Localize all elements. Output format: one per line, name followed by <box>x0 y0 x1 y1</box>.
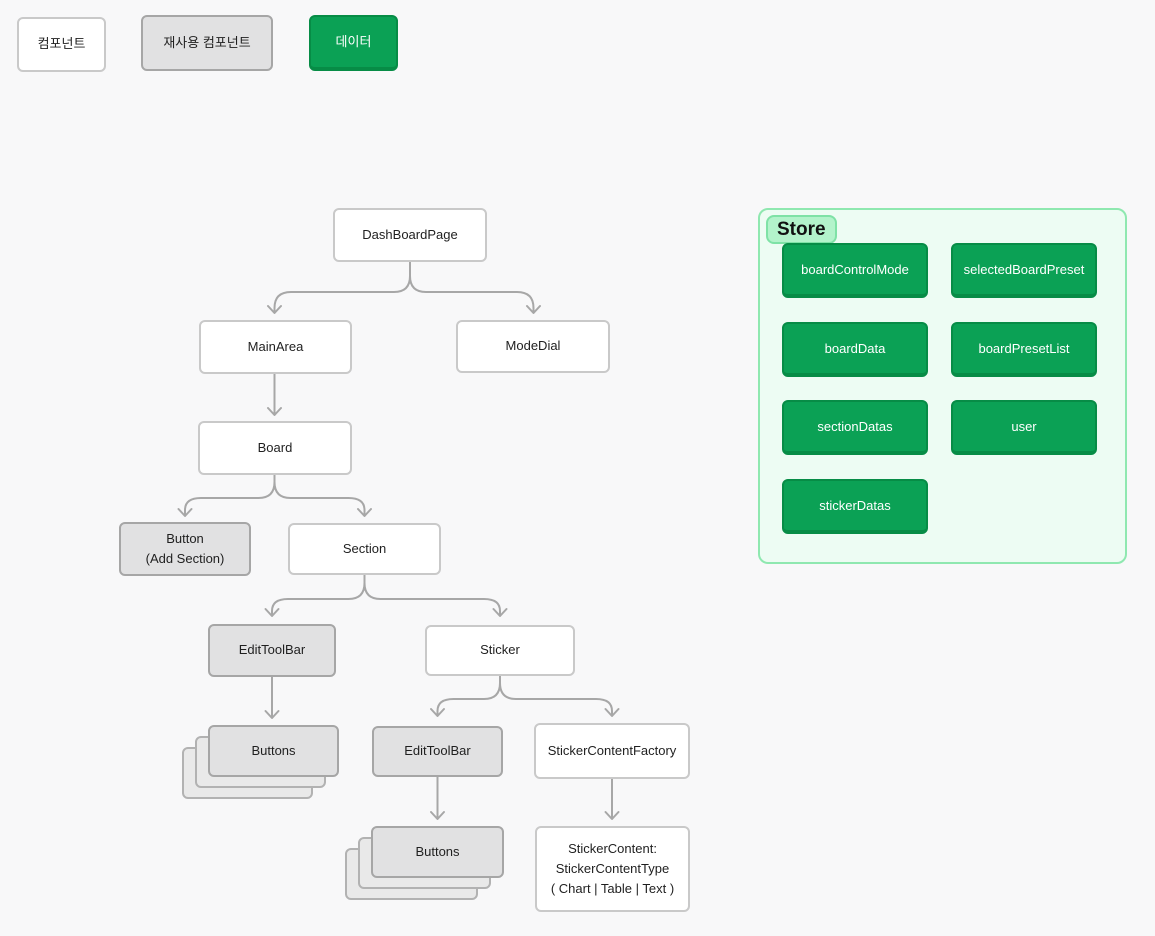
node-label: EditToolBar <box>238 642 306 658</box>
connector-board-addsectionbutton <box>177 474 276 517</box>
connector-sticker-edittoolbar2 <box>430 675 501 717</box>
node-label-line: ( Chart | Table | Text ) <box>550 881 675 897</box>
node-label: DashBoardPage <box>362 226 458 242</box>
node-modedial: ModeDial <box>456 320 610 373</box>
node-board: Board <box>198 421 352 475</box>
connector-sticker-stickercontentfactory <box>499 675 620 717</box>
node-edittoolbar-sticker: EditToolBar <box>372 726 503 777</box>
node-label: ModeDial <box>505 338 561 354</box>
node-buttons-section: Buttons <box>208 725 339 777</box>
store-container: Store boardControlMode selectedBoardPres… <box>758 208 1127 564</box>
store-item-boarddata: boardData <box>782 322 928 377</box>
node-edittoolbar-section: EditToolBar <box>208 624 336 677</box>
node-stickercontent: StickerContent: StickerContentType ( Cha… <box>535 826 690 912</box>
store-item-stickerdatas: stickerDatas <box>782 479 928 534</box>
node-dashboardpage: DashBoardPage <box>333 208 487 262</box>
node-buttons-sticker: Buttons <box>371 826 504 878</box>
node-label: Buttons <box>251 742 296 758</box>
connector-board-section <box>273 474 372 517</box>
connector-dashboardpage-modedial <box>409 260 541 314</box>
connector-edittoolbar2-buttons2 <box>430 776 445 820</box>
node-label-line: Button <box>166 530 204 546</box>
connector-mainarea-board <box>267 373 282 416</box>
node-add-section-button: Button (Add Section) <box>119 522 251 576</box>
node-stickercontentfactory: StickerContentFactory <box>534 723 690 779</box>
store-title-tag: Store <box>766 215 837 244</box>
node-mainarea: MainArea <box>199 320 352 374</box>
legend-item-component: 컴포넌트 <box>17 17 106 72</box>
node-sticker: Sticker <box>425 625 575 676</box>
node-label-line: (Add Section) <box>145 551 225 566</box>
connector-section-edittoolbar <box>264 574 366 617</box>
connector-dashboardpage-mainarea <box>267 260 411 314</box>
store-item-boardpresetlist: boardPresetList <box>951 322 1097 377</box>
store-item-boardcontrolmode: boardControlMode <box>782 243 928 298</box>
node-label-line: StickerContentType <box>555 860 670 876</box>
connector-section-sticker <box>363 574 508 617</box>
legend-label: 컴포넌트 <box>37 36 86 52</box>
node-label: Buttons <box>415 843 460 859</box>
connector-edittoolbar-buttons <box>264 676 280 719</box>
legend-label: 재사용 컴포넌트 <box>163 34 251 50</box>
node-label: Section <box>342 540 387 556</box>
node-label: Board <box>257 439 293 455</box>
store-item-selectedboardpreset: selectedBoardPreset <box>951 243 1097 298</box>
legend-item-data: 데이터 <box>309 15 398 71</box>
node-label: StickerContentFactory <box>547 742 677 758</box>
node-label: MainArea <box>247 338 304 354</box>
legend-label: 데이터 <box>335 33 372 49</box>
store-item-user: user <box>951 400 1097 455</box>
node-section: Section <box>288 523 441 575</box>
node-label: Sticker <box>480 642 520 658</box>
connector-factory-stickercontent <box>604 778 620 820</box>
node-label-line: StickerContent: <box>568 840 657 856</box>
store-item-sectiondatas: sectionDatas <box>782 400 928 455</box>
node-label: EditToolBar <box>404 743 471 759</box>
legend-item-reusable-component: 재사용 컴포넌트 <box>141 15 273 71</box>
